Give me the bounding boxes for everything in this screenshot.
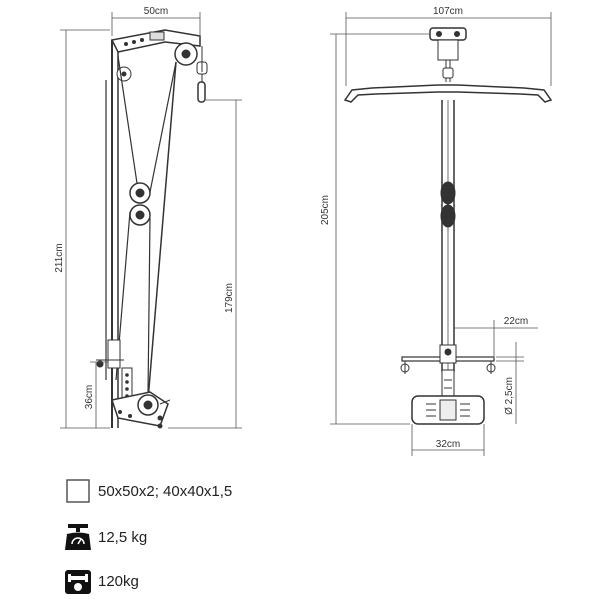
- front-view: [343, 27, 553, 425]
- side-pulley-height-label: 179cm: [224, 283, 235, 313]
- front-foot-offset-label: 22cm: [504, 316, 528, 327]
- side-total-height-label: 211cm: [54, 243, 65, 272]
- spec-load-capacity-label: 120kg: [98, 572, 139, 590]
- spec-tube-size: 50x50x2; 40x40x1,5: [62, 476, 232, 506]
- spec-weight: 12,5 kg: [62, 522, 147, 552]
- side-width-label: 50cm: [144, 6, 168, 17]
- side-view-dimensions: [60, 12, 242, 429]
- front-bar-width-label: 107cm: [433, 6, 463, 17]
- square-tube-icon: [62, 476, 94, 506]
- spec-weight-label: 12,5 kg: [98, 528, 148, 546]
- spec-load-capacity: 120kg: [62, 566, 139, 596]
- side-base-height-label: 36cm: [84, 385, 95, 409]
- front-pin-diameter-label: Ø 2,5cm: [504, 377, 515, 415]
- load-capacity-icon: [62, 566, 94, 596]
- spec-tube-size-label: 50x50x2; 40x40x1,5: [98, 482, 233, 500]
- front-base-width-label: 32cm: [436, 439, 460, 450]
- front-height-label: 205cm: [320, 195, 331, 225]
- side-view: [96, 29, 208, 429]
- weight-scale-icon: [62, 522, 94, 552]
- front-view-dimensions: [330, 12, 552, 456]
